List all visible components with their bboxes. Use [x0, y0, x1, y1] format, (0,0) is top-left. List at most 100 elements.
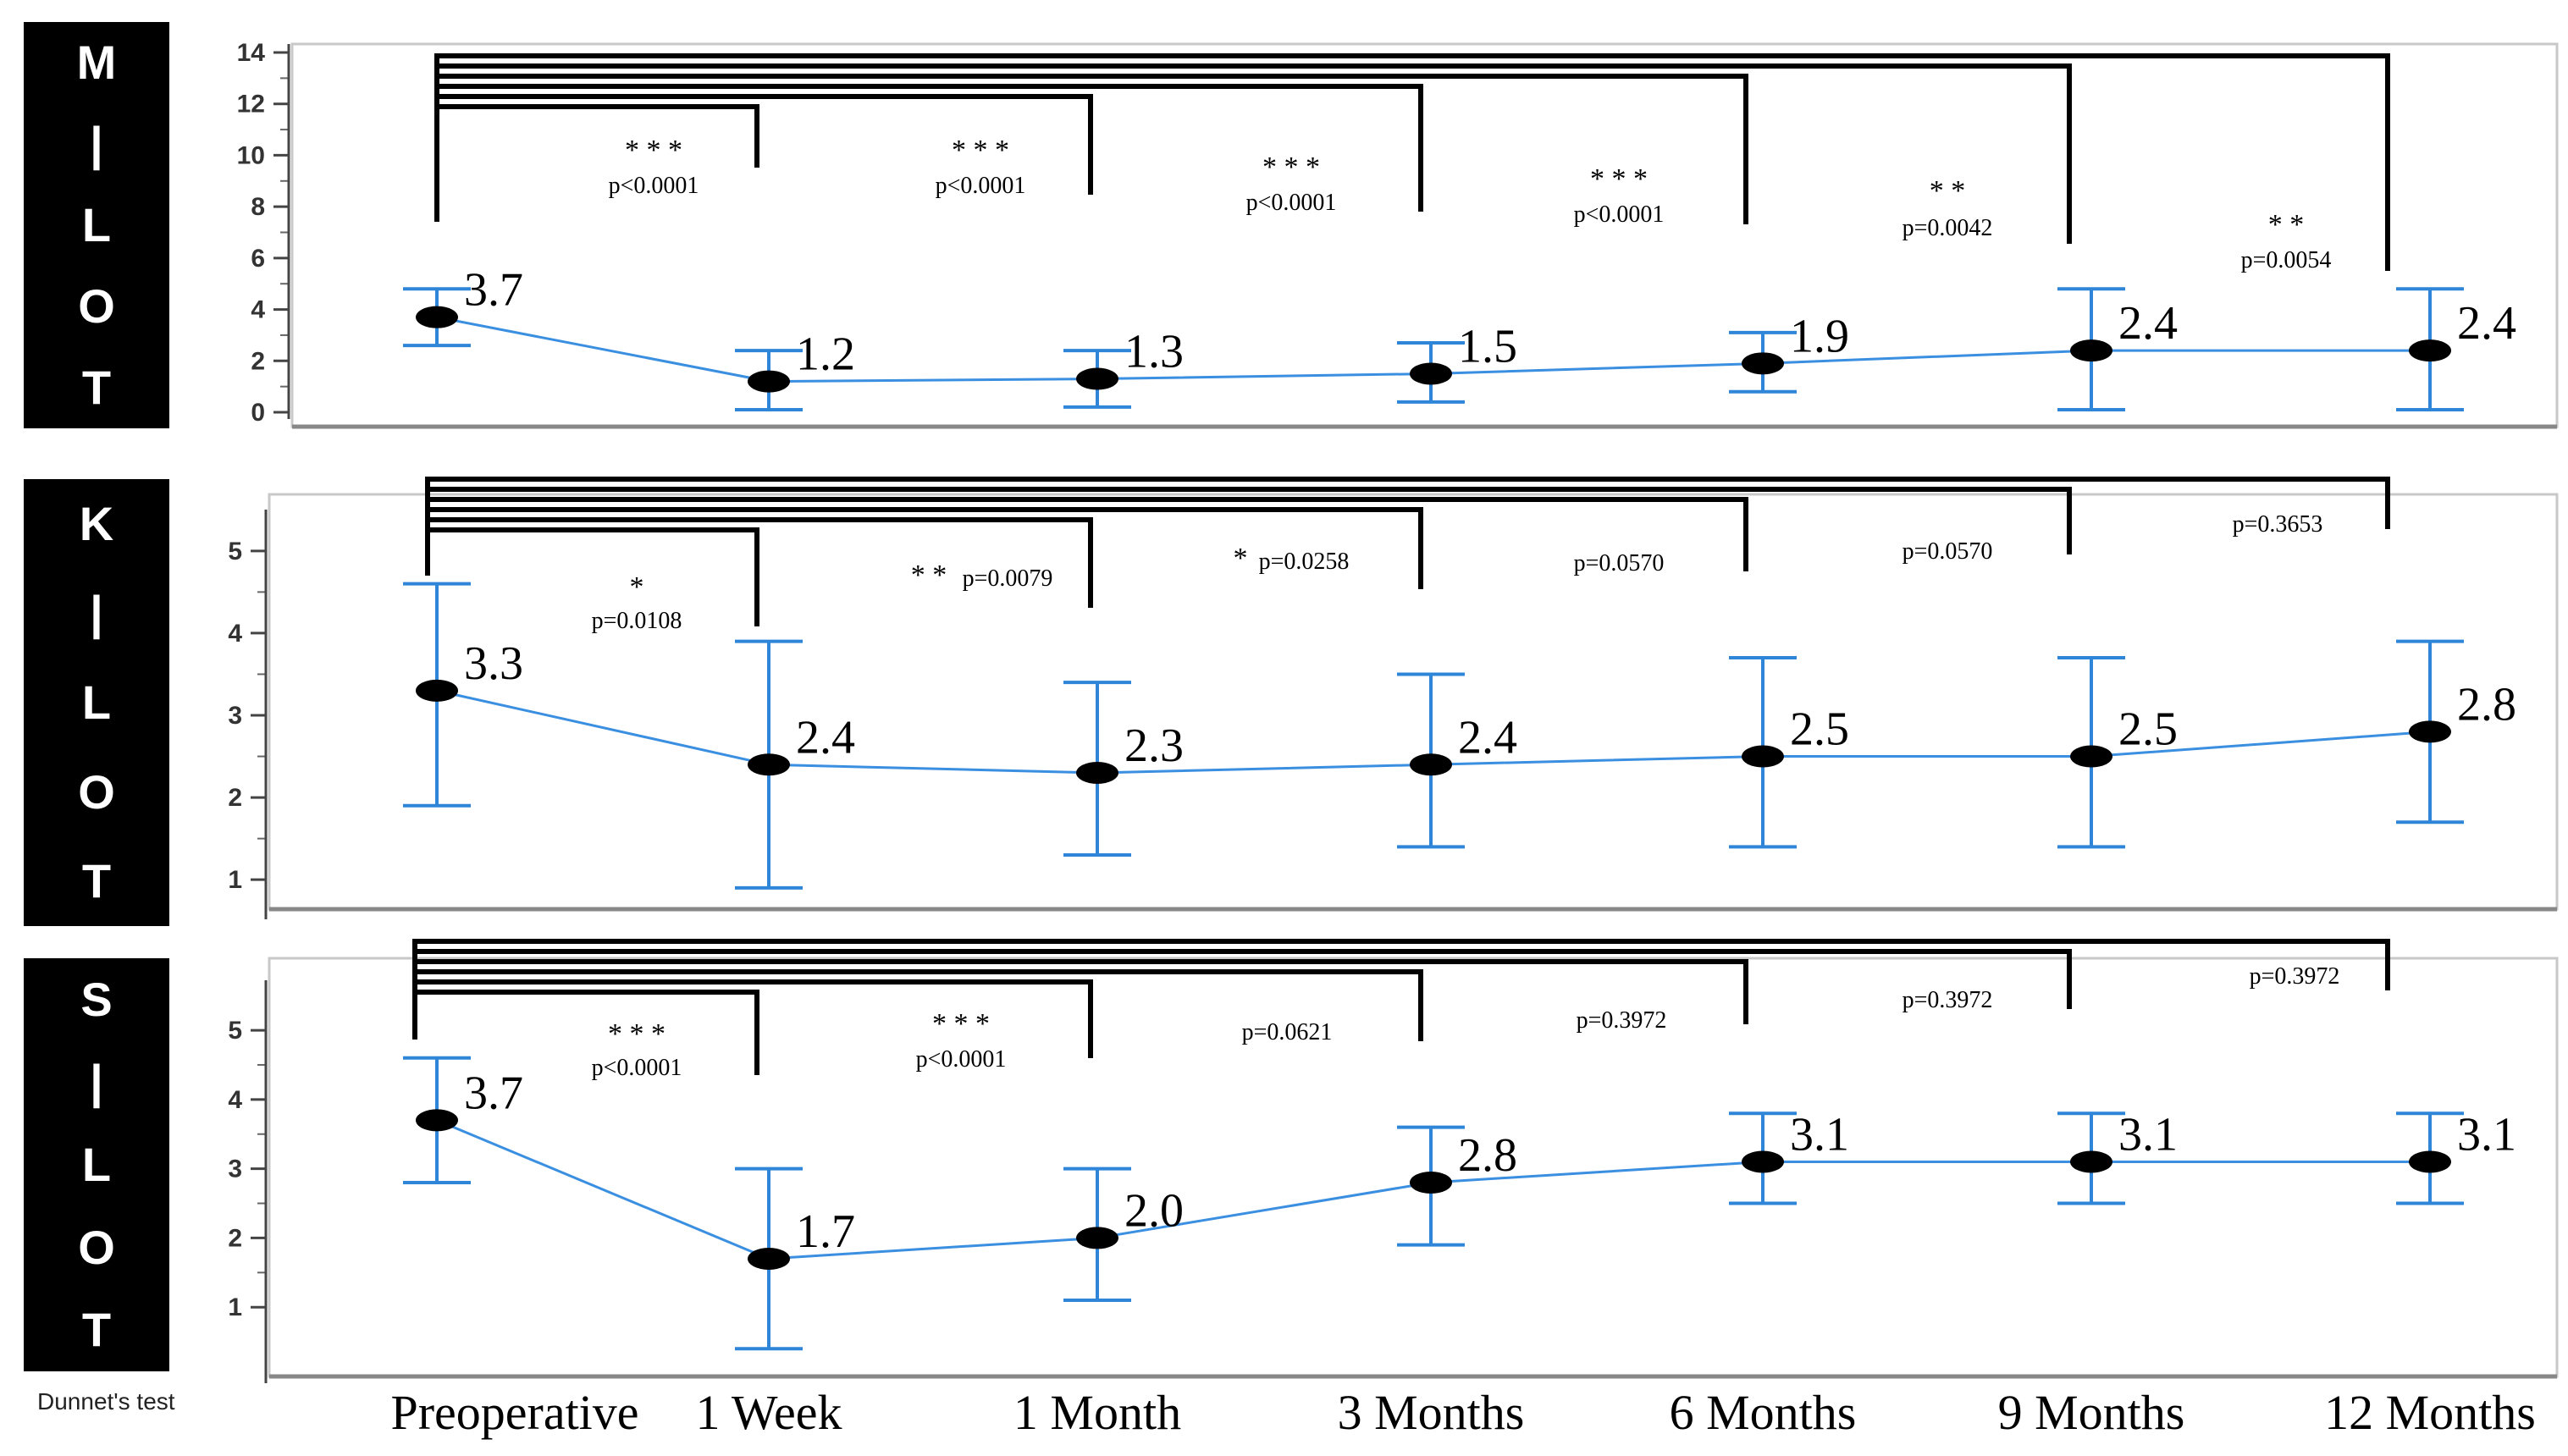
- data-point-marker: [1742, 352, 1784, 375]
- significance-stars: * *: [1930, 175, 1966, 207]
- panel-label-char: O: [78, 279, 115, 333]
- y-tick-label: 4: [228, 620, 242, 648]
- x-category-label: 12 Months: [2324, 1385, 2536, 1440]
- p-value-label: p=0.0621: [1242, 1019, 1333, 1045]
- panel-label-char: O: [78, 764, 115, 819]
- data-value-label: 3.7: [464, 264, 523, 317]
- panel-label-char: S: [80, 972, 113, 1026]
- panel-label-char: K: [79, 496, 114, 550]
- y-tick-label: 1: [228, 866, 242, 894]
- panel-label-char: L: [81, 198, 112, 251]
- panel-label-char: L: [81, 675, 112, 729]
- y-tick-label: 4: [228, 1086, 242, 1114]
- data-point-marker: [2070, 745, 2112, 768]
- data-value-label: 2.3: [1124, 720, 1184, 772]
- data-value-label: 2.5: [2118, 703, 2178, 756]
- p-value-label: p=0.0042: [1903, 215, 1993, 241]
- x-category-label: 3 Months: [1338, 1385, 1525, 1440]
- x-category-label: 1 Week: [695, 1385, 842, 1440]
- data-value-label: 2.0: [1124, 1184, 1184, 1237]
- data-point-marker: [1076, 1227, 1118, 1249]
- y-tick-label: 5: [228, 538, 242, 565]
- significance-stars: * * *: [1590, 163, 1648, 195]
- data-point-marker: [748, 753, 790, 776]
- data-value-label: 3.7: [464, 1067, 523, 1119]
- data-value-label: 1.9: [1790, 310, 1849, 362]
- p-value-label: p=0.3972: [1577, 1007, 1667, 1034]
- y-tick-label: 12: [237, 91, 265, 119]
- data-value-label: 2.8: [1458, 1129, 1517, 1182]
- data-value-label: 2.4: [2457, 297, 2516, 350]
- data-value-label: 2.5: [1790, 703, 1849, 756]
- panel-label-char: T: [81, 1303, 112, 1357]
- data-point-marker: [2409, 720, 2451, 743]
- significance-stars: * * *: [608, 1018, 665, 1050]
- panel-label-char: T: [81, 854, 112, 908]
- data-point-marker: [1410, 362, 1452, 385]
- data-point-marker: [2409, 339, 2451, 362]
- data-value-label: 3.1: [2118, 1108, 2178, 1161]
- p-value-label: p<0.0001: [916, 1046, 1007, 1073]
- data-point-marker: [416, 679, 458, 702]
- data-value-label: 2.4: [796, 711, 855, 764]
- p-value-label: p<0.0001: [592, 1055, 682, 1081]
- p-value-label: p<0.0001: [609, 173, 699, 199]
- data-point-marker: [1076, 761, 1118, 784]
- significance-stars: * * *: [932, 1008, 990, 1040]
- data-point-marker: [748, 1247, 790, 1270]
- significance-stars: * *: [2268, 209, 2305, 240]
- significance-stars: * * *: [625, 135, 682, 166]
- y-tick-label: 1: [228, 1293, 242, 1321]
- panel-label-char: |: [90, 586, 103, 640]
- significance-stars: * *: [911, 560, 947, 591]
- p-value-label: p=0.0570: [1574, 550, 1665, 576]
- data-value-label: 2.4: [1458, 711, 1517, 764]
- data-point-marker: [416, 306, 458, 328]
- data-point-marker: [2070, 1150, 2112, 1173]
- data-value-label: 1.5: [1458, 320, 1517, 372]
- data-value-label: 3.3: [464, 637, 523, 690]
- panel-label-char: L: [81, 1137, 112, 1191]
- x-category-label: 9 Months: [1998, 1385, 2185, 1440]
- p-value-label: p=0.3653: [2233, 511, 2323, 538]
- panel-label-char: |: [90, 1055, 103, 1109]
- y-tick-label: 5: [228, 1017, 242, 1045]
- y-tick-label: 8: [251, 193, 265, 221]
- y-tick-label: 3: [228, 1155, 242, 1183]
- panel-label-char: |: [90, 117, 103, 170]
- data-value-label: 1.2: [796, 328, 855, 381]
- y-tick-label: 10: [237, 141, 265, 169]
- y-tick-label: 2: [228, 784, 242, 812]
- p-value-label: p=0.0108: [592, 608, 682, 634]
- p-value-label: p=0.0570: [1903, 538, 1993, 565]
- data-point-marker: [416, 1109, 458, 1132]
- p-value-label: p<0.0001: [936, 173, 1026, 199]
- y-tick-label: 0: [251, 399, 265, 427]
- p-value-label: p=0.3972: [2250, 963, 2340, 990]
- significance-stars: *: [630, 571, 644, 603]
- data-point-marker: [748, 370, 790, 393]
- p-value-label: p=0.3972: [1903, 987, 1993, 1013]
- y-tick-label: 2: [228, 1224, 242, 1252]
- x-category-label: Preoperative: [390, 1385, 638, 1440]
- y-tick-label: 14: [237, 39, 266, 67]
- y-tick-label: 6: [251, 245, 265, 273]
- significance-stars: * * *: [1262, 152, 1320, 183]
- x-category-label: 1 Month: [1013, 1385, 1181, 1440]
- y-tick-label: 4: [251, 296, 265, 324]
- data-value-label: 1.3: [1124, 326, 1184, 378]
- p-value-label: p=0.0054: [2241, 247, 2332, 273]
- y-tick-label: 2: [251, 347, 265, 375]
- panel-label-char: M: [76, 36, 117, 89]
- p-value-label: p<0.0001: [1574, 201, 1665, 228]
- p-value-label: p=0.0079: [963, 565, 1053, 592]
- panel-label-char: T: [81, 361, 112, 414]
- data-point-marker: [1742, 1150, 1784, 1173]
- data-point-marker: [2409, 1150, 2451, 1173]
- significance-stars: *: [1234, 543, 1248, 574]
- panel-label-char: O: [78, 1220, 115, 1274]
- p-value-label: p<0.0001: [1246, 190, 1337, 216]
